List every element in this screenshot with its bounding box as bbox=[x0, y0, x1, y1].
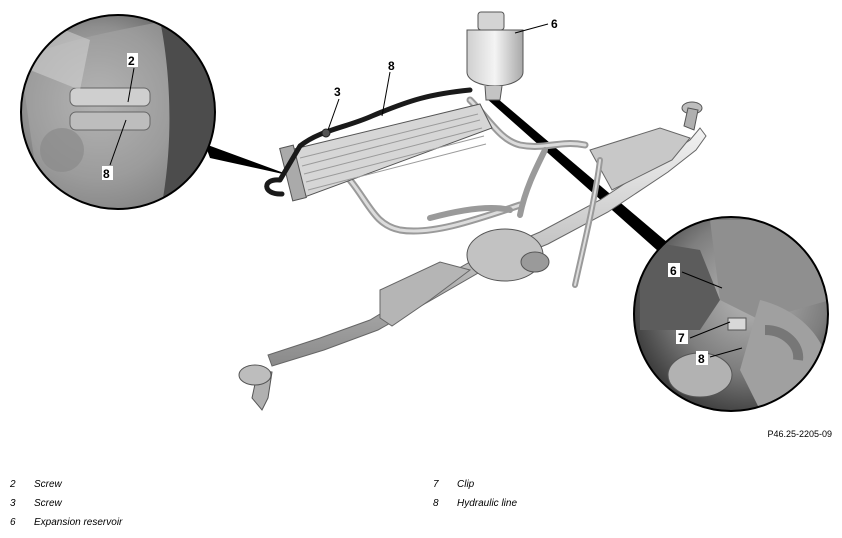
callout-6-right: 6 bbox=[670, 264, 677, 278]
callout-8-left: 8 bbox=[103, 167, 110, 181]
legend-item: 7 Clip bbox=[433, 478, 517, 497]
legend-number: 7 bbox=[433, 479, 439, 490]
right-inset-leader bbox=[486, 93, 668, 251]
legend-label: Clip bbox=[457, 479, 475, 490]
right-detail-inset bbox=[633, 216, 829, 412]
legend-item: 6 Expansion reservoir bbox=[10, 516, 122, 535]
legend-label: Screw bbox=[34, 479, 62, 490]
callout-6-main: 6 bbox=[551, 17, 558, 31]
steering-assembly-illustration: 2 8 3 8 6 6 7 8 bbox=[20, 11, 829, 412]
callout-7-right: 7 bbox=[678, 331, 685, 345]
legend-number: 6 bbox=[10, 517, 16, 528]
legend-number: 3 bbox=[10, 498, 16, 509]
callout-8-right: 8 bbox=[698, 352, 705, 366]
left-inset-leader bbox=[205, 144, 292, 176]
oil-cooler bbox=[279, 103, 493, 202]
callout-8-main: 8 bbox=[388, 59, 395, 73]
left-detail-inset bbox=[20, 14, 216, 210]
legend-number: 8 bbox=[433, 498, 439, 509]
legend-label: Expansion reservoir bbox=[34, 517, 123, 528]
callout-2-left: 2 bbox=[128, 54, 135, 68]
legend-label: Hydraulic line bbox=[457, 498, 518, 509]
figure-id: P46.25-2205-09 bbox=[767, 429, 832, 439]
legend-right-column: 7 Clip 8 Hydraulic line bbox=[433, 478, 517, 516]
callout-3: 3 bbox=[334, 85, 341, 99]
legend-number: 2 bbox=[10, 479, 16, 490]
steering-rack bbox=[238, 101, 707, 411]
expansion-reservoir bbox=[466, 11, 524, 101]
legend-label: Screw bbox=[34, 498, 62, 509]
legend-item: 3 Screw bbox=[10, 497, 122, 516]
legend-item: 8 Hydraulic line bbox=[433, 497, 517, 516]
screw-3 bbox=[321, 128, 331, 138]
hydraulic-line-8 bbox=[264, 87, 473, 197]
legend-item: 2 Screw bbox=[10, 478, 122, 497]
